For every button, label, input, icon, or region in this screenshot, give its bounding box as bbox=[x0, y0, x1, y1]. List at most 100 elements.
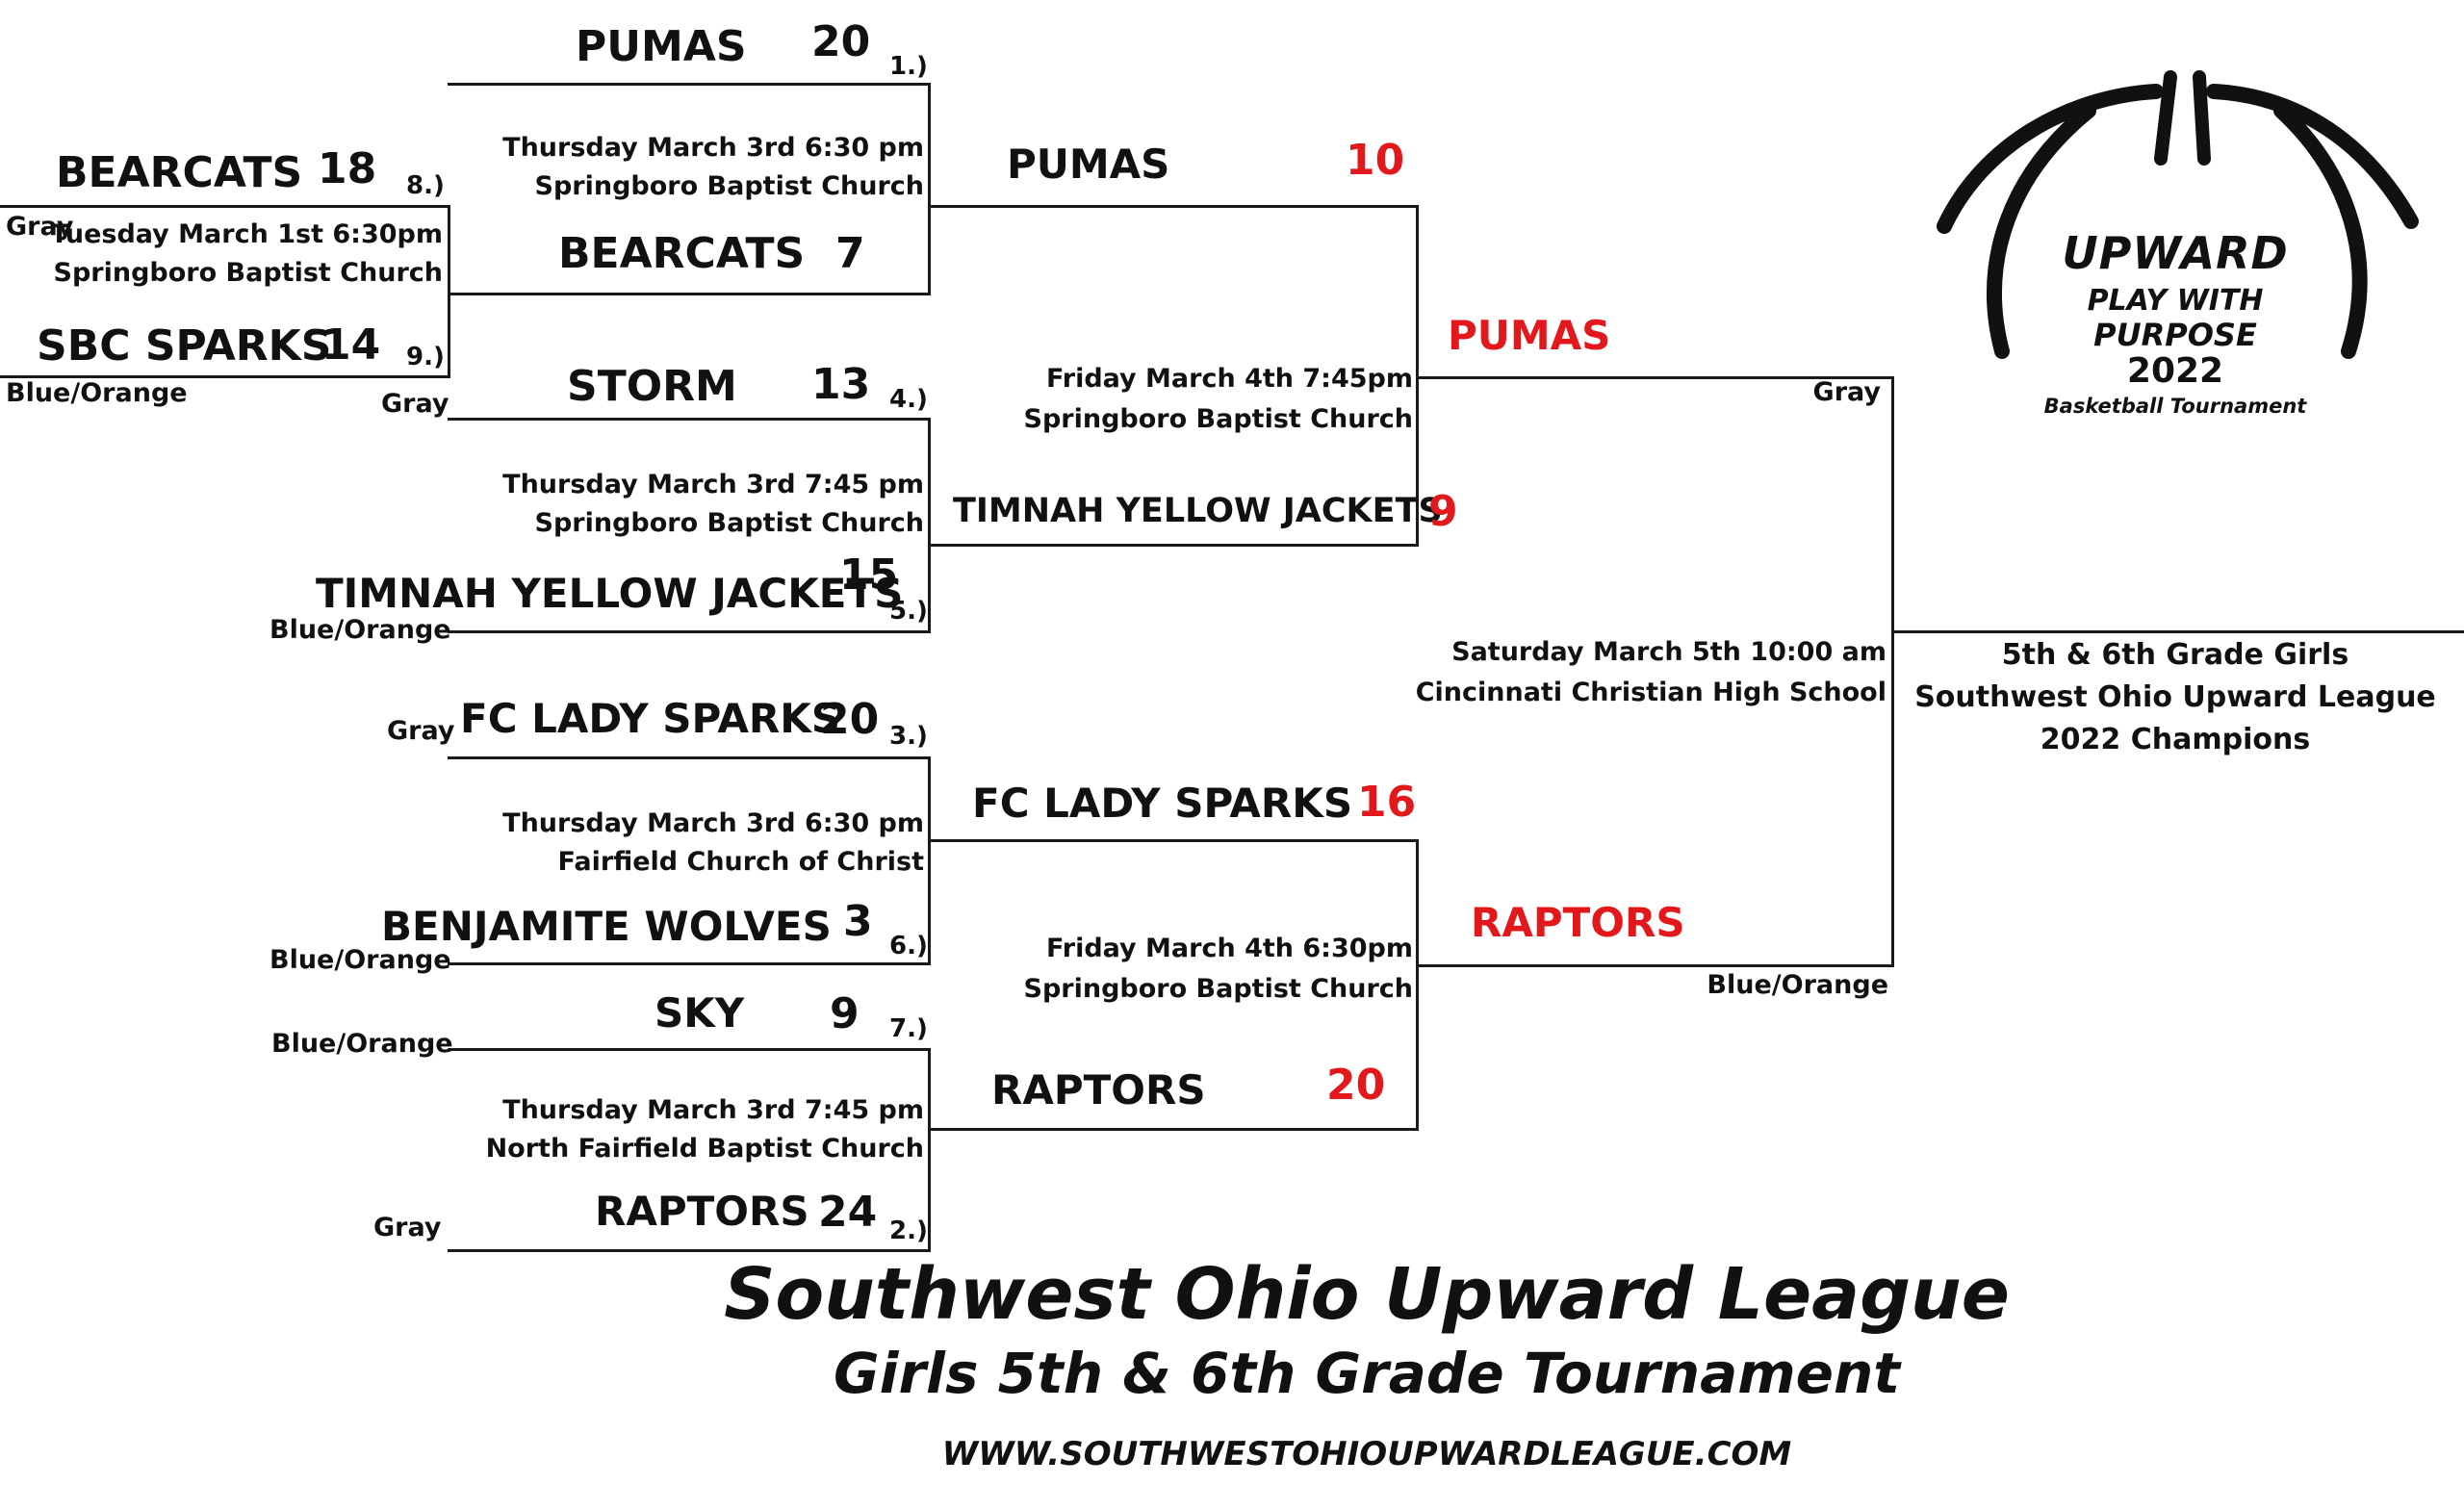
game-venue: Springboro Baptist Church bbox=[1023, 404, 1414, 434]
team-name: SKY bbox=[654, 989, 745, 1037]
finalist-name: PUMAS bbox=[1448, 312, 1611, 359]
game-date: Thursday March 3rd 6:30 pm bbox=[502, 133, 924, 163]
bracket-line bbox=[928, 756, 931, 965]
bracket-line bbox=[1416, 205, 1419, 547]
team-color: Gray bbox=[381, 389, 449, 419]
team-name: PUMAS bbox=[1007, 141, 1170, 188]
bracket-line bbox=[928, 839, 1419, 842]
team-score: 16 bbox=[1357, 778, 1417, 827]
team-seed: 3.) bbox=[889, 722, 928, 751]
bracket-line bbox=[1891, 376, 1894, 967]
bracket-line bbox=[928, 418, 931, 633]
bracket-line bbox=[928, 1048, 931, 1252]
game-venue: Springboro Baptist Church bbox=[1023, 974, 1414, 1004]
team-score: 24 bbox=[818, 1188, 878, 1237]
bracket-line bbox=[448, 756, 931, 759]
team-name: STORM bbox=[567, 362, 737, 411]
game-date: Saturday March 5th 10:00 am bbox=[1451, 637, 1886, 667]
logo-subtitle: Basketball Tournament bbox=[2043, 395, 2307, 418]
team-seed: 8.) bbox=[406, 171, 445, 200]
team-name: SBC SPARKS bbox=[37, 321, 332, 371]
logo-line1: PLAY WITH bbox=[2087, 284, 2264, 318]
team-color: Blue/Orange bbox=[270, 945, 451, 975]
bracket-line bbox=[928, 205, 1419, 208]
team-name: FC LADY SPARKS bbox=[972, 780, 1353, 827]
bracket-line bbox=[448, 1048, 931, 1051]
bracket-line bbox=[448, 83, 931, 86]
team-score: 20 bbox=[820, 695, 880, 744]
team-seed: 1.) bbox=[889, 52, 928, 81]
finalist-name: RAPTORS bbox=[1471, 899, 1685, 946]
bracket-line bbox=[448, 205, 450, 378]
team-score: 3 bbox=[843, 897, 873, 946]
team-seed: 5.) bbox=[889, 597, 928, 626]
game-date: Thursday March 3rd 7:45 pm bbox=[502, 1095, 924, 1125]
game-date: Friday March 4th 6:30pm bbox=[1046, 934, 1413, 963]
team-color: Blue/Orange bbox=[1707, 970, 1888, 1000]
bracket-line bbox=[928, 83, 931, 295]
bracket-line bbox=[1416, 839, 1419, 1131]
basketball-icon bbox=[1937, 70, 2419, 359]
team-color: Gray bbox=[387, 716, 455, 746]
team-score: 9 bbox=[830, 989, 860, 1038]
champion-line: 5th & 6th Grade Girls bbox=[2001, 638, 2349, 672]
game-venue: North Fairfield Baptist Church bbox=[485, 1134, 924, 1164]
logo-year: 2022 bbox=[2126, 351, 2224, 391]
team-score: 15 bbox=[839, 550, 899, 600]
bracket-line bbox=[928, 544, 1419, 547]
bracket-line bbox=[448, 962, 931, 965]
team-score: 9 bbox=[1428, 487, 1458, 536]
bracket-line bbox=[448, 1249, 931, 1252]
team-color: Blue/Orange bbox=[6, 378, 188, 408]
team-name: RAPTORS bbox=[991, 1066, 1206, 1114]
page-title: Southwest Ohio Upward League bbox=[724, 1253, 2010, 1336]
game-venue: Fairfield Church of Christ bbox=[557, 847, 924, 877]
page-subtitle: Girls 5th & 6th Grade Tournament bbox=[833, 1341, 1901, 1406]
team-color: Blue/Orange bbox=[270, 615, 451, 645]
team-score: 7 bbox=[835, 229, 865, 278]
team-seed: 2.) bbox=[889, 1216, 928, 1245]
team-name: BEARCATS bbox=[56, 148, 303, 197]
team-name: PUMAS bbox=[576, 22, 747, 71]
bracket-line bbox=[928, 1128, 1419, 1131]
game-date: Thursday March 3rd 7:45 pm bbox=[502, 470, 924, 499]
team-seed: 7.) bbox=[889, 1014, 928, 1043]
champion-line: Southwest Ohio Upward League bbox=[1914, 680, 2436, 714]
game-venue: Cincinnati Christian High School bbox=[1415, 678, 1886, 707]
bracket-line bbox=[448, 293, 931, 295]
team-color: Gray bbox=[1812, 377, 1881, 407]
bracket-line bbox=[448, 418, 931, 421]
team-name: RAPTORS bbox=[595, 1188, 809, 1235]
team-color: Gray bbox=[6, 212, 74, 242]
game-date: Tuesday March 1st 6:30pm bbox=[50, 219, 443, 249]
bracket-line bbox=[1416, 376, 1894, 379]
bracket-line bbox=[0, 205, 450, 208]
team-seed: 9.) bbox=[406, 343, 445, 371]
team-name: BEARCATS bbox=[558, 229, 806, 278]
website-url: WWW.SOUTHWESTOHIOUPWARDLEAGUE.COM bbox=[941, 1435, 1792, 1473]
team-score: 10 bbox=[1346, 136, 1405, 185]
logo-line2: PURPOSE bbox=[2093, 317, 2257, 353]
game-date: Friday March 4th 7:45pm bbox=[1046, 364, 1413, 394]
bracket-line bbox=[0, 375, 450, 378]
team-score: 20 bbox=[1326, 1061, 1386, 1110]
team-name: TIMNAH YELLOW JACKETS bbox=[953, 492, 1443, 530]
team-score: 20 bbox=[811, 17, 871, 66]
team-color: Gray bbox=[373, 1213, 442, 1242]
team-score: 18 bbox=[318, 144, 377, 193]
bracket-line bbox=[448, 630, 931, 633]
bracket-line bbox=[1891, 630, 2464, 633]
team-name: TIMNAH YELLOW JACKETS bbox=[316, 570, 904, 617]
team-score: 14 bbox=[321, 320, 381, 370]
team-seed: 4.) bbox=[889, 385, 928, 414]
upward-logo: UPWARD PLAY WITH PURPOSE 2022 Basketball… bbox=[1925, 67, 2426, 433]
team-seed: 6.) bbox=[889, 932, 928, 960]
team-score: 13 bbox=[811, 360, 871, 409]
team-name: FC LADY SPARKS bbox=[460, 695, 841, 742]
team-name: BENJAMITE WOLVES bbox=[381, 903, 832, 950]
team-color: Blue/Orange bbox=[271, 1029, 453, 1059]
game-venue: Springboro Baptist Church bbox=[534, 171, 925, 201]
logo-brand: UPWARD bbox=[2062, 227, 2289, 279]
game-venue: Springboro Baptist Church bbox=[53, 258, 444, 288]
